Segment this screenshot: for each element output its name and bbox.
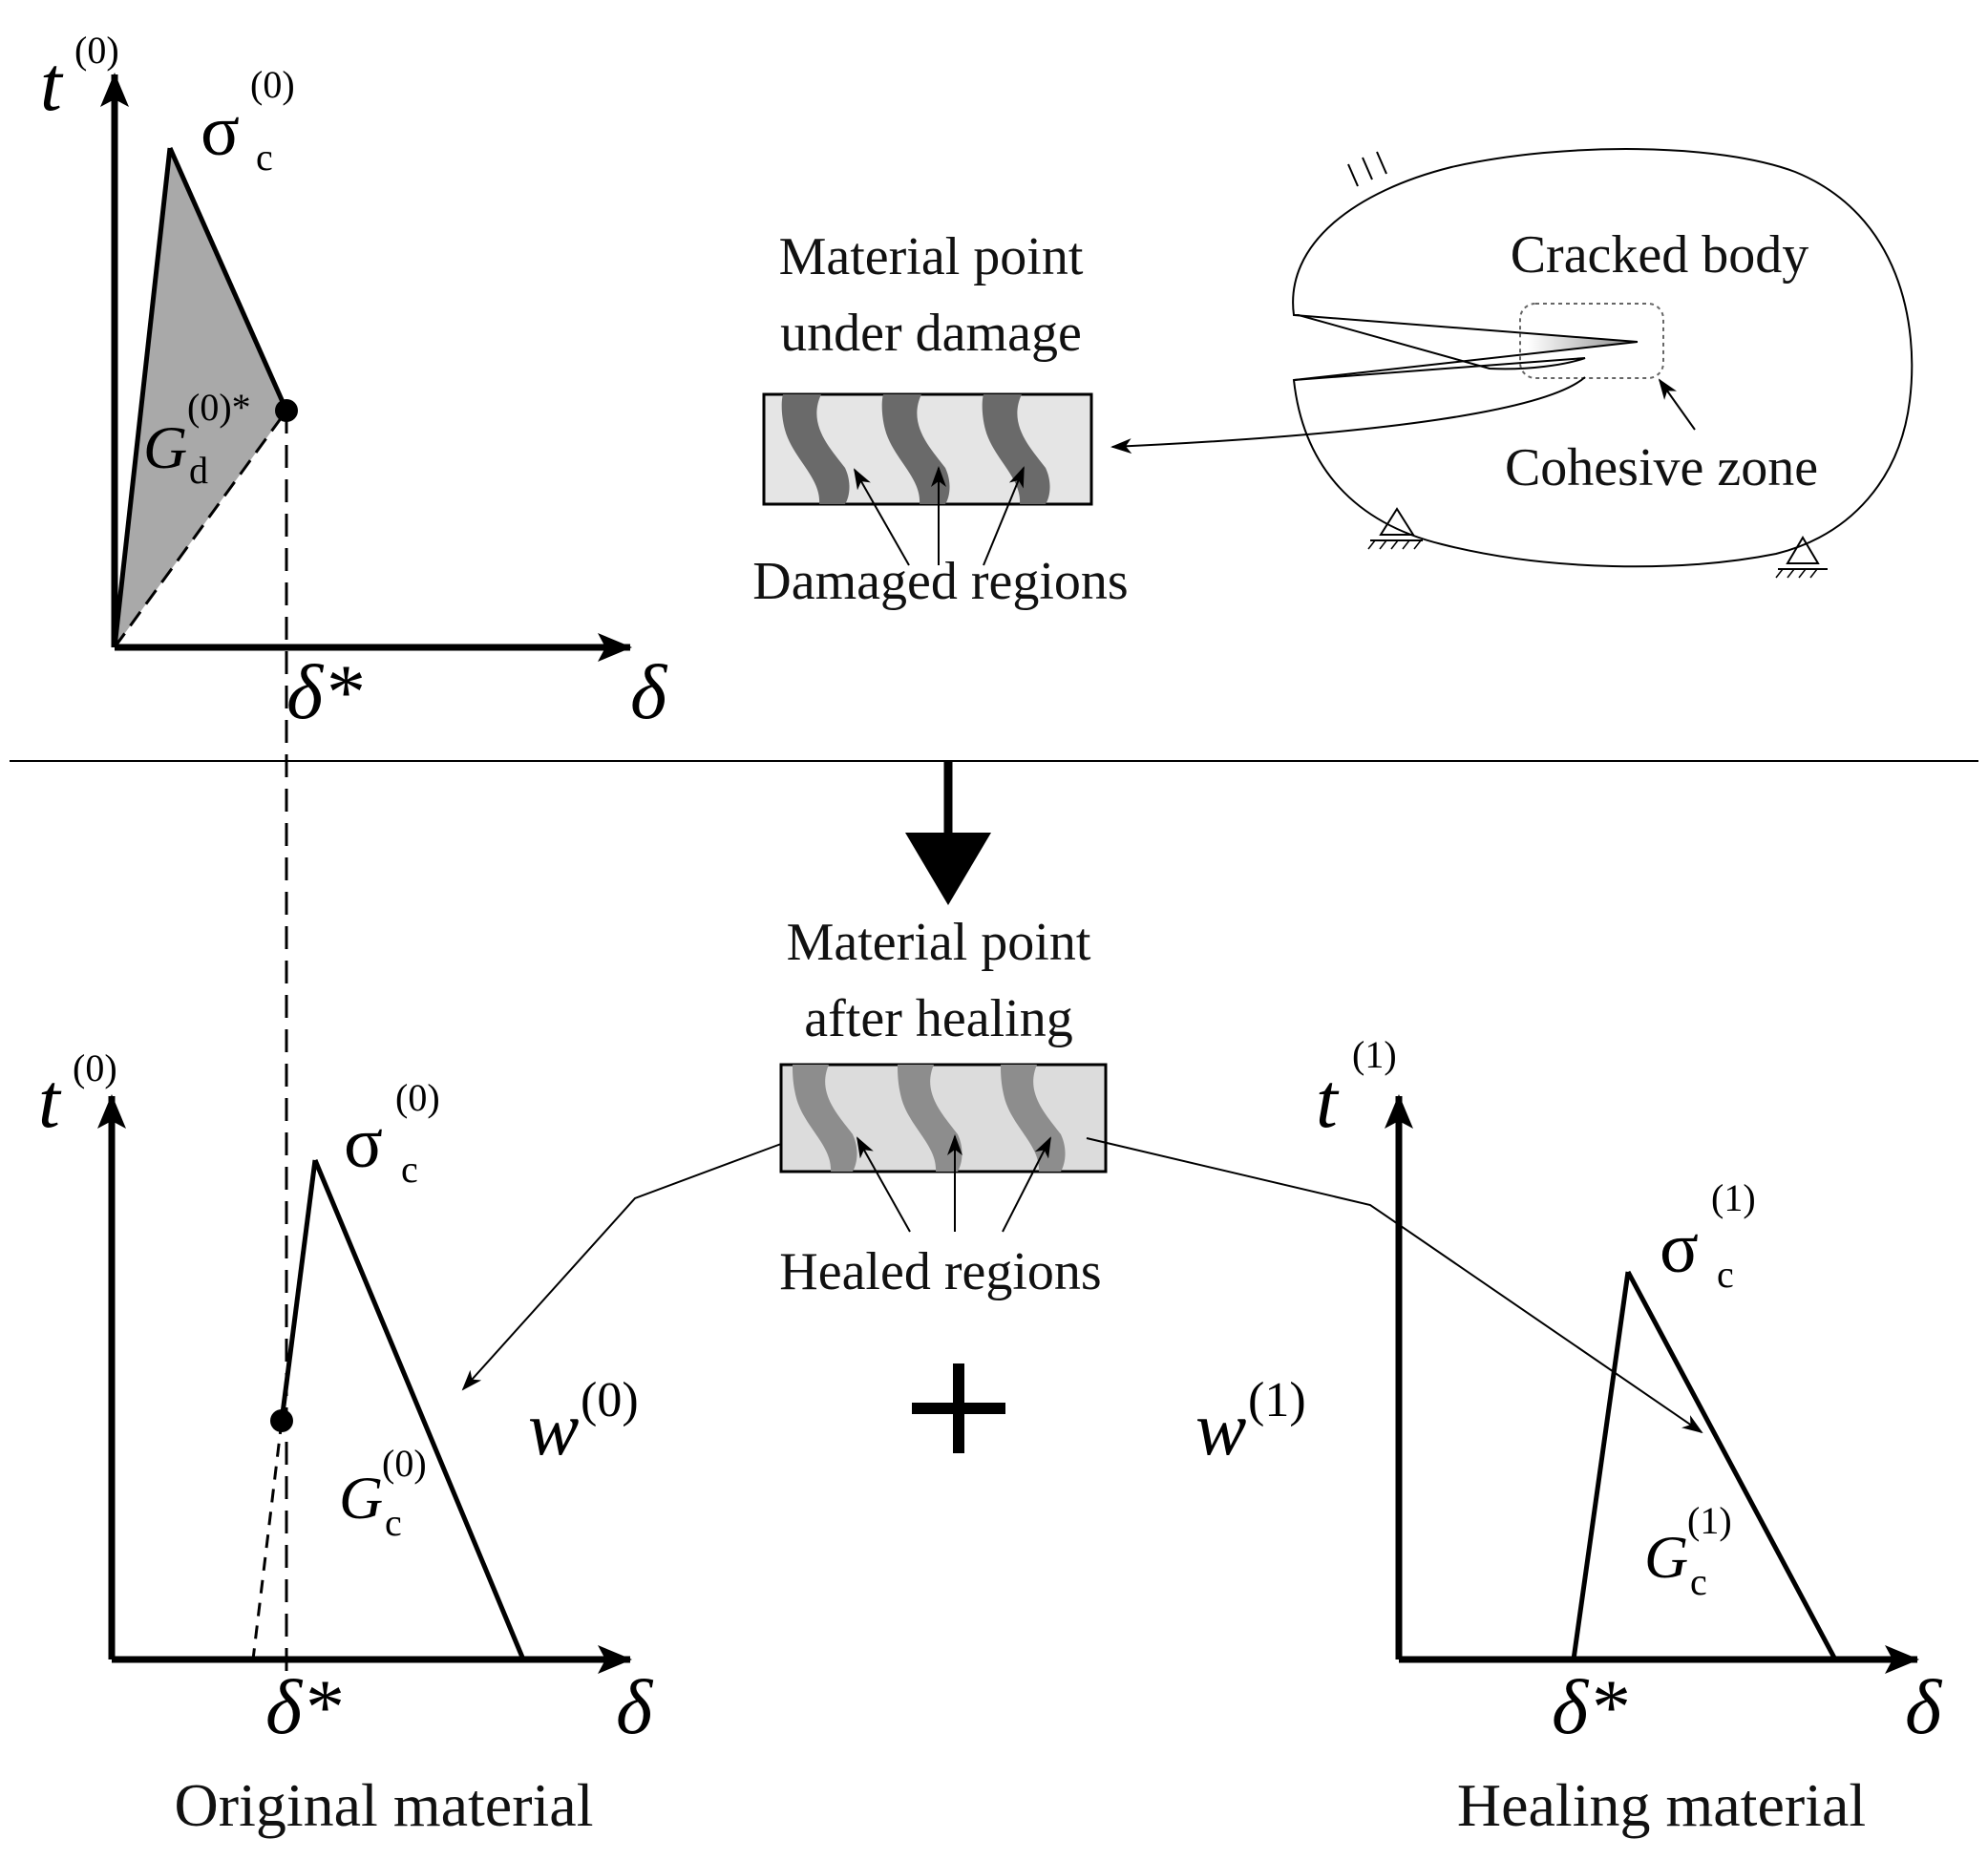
orig-gc-sup: (0) <box>382 1442 427 1485</box>
heal-sigma-sub: c <box>1717 1253 1734 1296</box>
down-arrow <box>905 761 991 905</box>
top-damage-point <box>275 399 298 422</box>
original-material-caption: Original material <box>175 1771 594 1839</box>
orig-softening-line <box>312 1159 526 1660</box>
top-sigma-sub: c <box>256 136 273 179</box>
w0-label: w <box>528 1387 579 1471</box>
healed-material-point: Material point after healing Healed regi… <box>461 913 1703 1434</box>
orig-delta-axis-label: δ <box>616 1663 654 1750</box>
orig-gc-sub: c <box>385 1501 402 1544</box>
top-softening-line <box>167 146 289 412</box>
heal-gc-sub: c <box>1690 1560 1707 1603</box>
healing-material-plot: t (1) σ c (1) G c (1) δ δ* Healing mater… <box>1316 1033 1943 1839</box>
orig-t-axis-sup: (0) <box>73 1046 117 1089</box>
damaged-pointer-1 <box>854 468 910 566</box>
orig-residual-line <box>279 1159 318 1422</box>
heal-t-axis-label: t <box>1316 1057 1340 1144</box>
fixed-support-top <box>1347 151 1387 187</box>
crack-lower-face <box>1293 341 1639 381</box>
healing-block-title-1: Material point <box>787 913 1091 972</box>
healing-block-title-2: after healing <box>804 989 1072 1048</box>
top-delta-axis-label: δ <box>630 648 668 735</box>
orig-gc-label: G <box>339 1464 383 1532</box>
orig-sigma-sub: c <box>401 1148 418 1191</box>
healed-pointer-1 <box>857 1136 911 1233</box>
cohesive-zone-label: Cohesive zone <box>1505 438 1818 497</box>
orig-sigma-sup: (0) <box>395 1076 440 1119</box>
orig-sigma-label: σ <box>344 1103 383 1183</box>
heal-sigma-sup: (1) <box>1711 1176 1756 1219</box>
top-gd-sup: (0)* <box>187 386 251 429</box>
damage-block-title-2: under damage <box>780 304 1082 363</box>
original-material-plot: t (0) σ c (0) G c (0) δ δ* Original mate… <box>38 1046 654 1839</box>
heal-gc-sup: (1) <box>1687 1499 1732 1542</box>
cohesive-zone-box <box>1519 303 1664 379</box>
damaged-regions-label: Damaged regions <box>752 552 1128 611</box>
damage-material-point: Material point under damage Damaged regi… <box>752 227 1128 611</box>
w1-sup: (1) <box>1248 1373 1306 1427</box>
heal-delta-star-label: δ* <box>1552 1663 1627 1750</box>
orig-residual-point <box>270 1409 293 1432</box>
healed-regions-label: Healed regions <box>779 1242 1101 1301</box>
roller-support-left <box>1367 507 1423 550</box>
heal-gc-label: G <box>1644 1523 1688 1591</box>
w1-label: w <box>1195 1387 1246 1471</box>
top-t-axis-label: t <box>40 40 64 127</box>
zone-to-block-arrow <box>1110 376 1586 454</box>
orig-t-axis-label: t <box>38 1057 62 1144</box>
heal-sigma-label: σ <box>1660 1208 1699 1288</box>
crack-tip-wedge <box>1528 332 1638 353</box>
top-sigma-sup: (0) <box>250 63 295 106</box>
heal-loading-line <box>1571 1271 1631 1660</box>
top-delta-star-label: δ* <box>286 648 362 735</box>
plus-sign <box>912 1363 1005 1453</box>
cracked-body-label: Cracked body <box>1511 225 1809 285</box>
heal-softening-line <box>1625 1270 1838 1661</box>
orig-delta-star-label: δ* <box>265 1663 341 1750</box>
healed-band-1 <box>793 1065 857 1172</box>
top-unloading-dashed <box>113 410 288 648</box>
damaged-band-3 <box>982 394 1050 504</box>
orig-extrapolation-dashed <box>251 1420 284 1660</box>
heal-delta-axis-label: δ <box>1905 1663 1943 1750</box>
healed-band-2 <box>898 1065 962 1172</box>
cohesive-zone-pointer <box>1658 378 1696 431</box>
top-t-axis-sup: (0) <box>74 29 119 72</box>
damaged-band-1 <box>781 394 850 504</box>
healed-pointer-3 <box>1002 1136 1051 1233</box>
cracked-body: Cracked body Cohesive zone <box>1110 148 1914 579</box>
top-gd-sub: d <box>189 449 208 492</box>
healing-material-caption: Healing material <box>1457 1771 1866 1839</box>
top-gd-label: G <box>143 413 187 481</box>
crack-upper-face <box>1293 314 1639 343</box>
top-traction-plot: t (0) σ c (0) G d (0)* δ δ* <box>40 29 668 1671</box>
roller-support-right <box>1775 536 1828 579</box>
damaged-pointer-3 <box>983 466 1025 566</box>
to-healing-arrow <box>1086 1137 1703 1434</box>
top-sigma-label: σ <box>201 91 240 171</box>
cracked-body-outline <box>1292 148 1914 568</box>
heal-t-axis-sup: (1) <box>1352 1033 1397 1076</box>
damage-block-title-1: Material point <box>779 227 1084 286</box>
top-loading-line <box>112 147 173 648</box>
to-original-arrow <box>461 1143 782 1391</box>
w0-sup: (0) <box>581 1373 639 1427</box>
